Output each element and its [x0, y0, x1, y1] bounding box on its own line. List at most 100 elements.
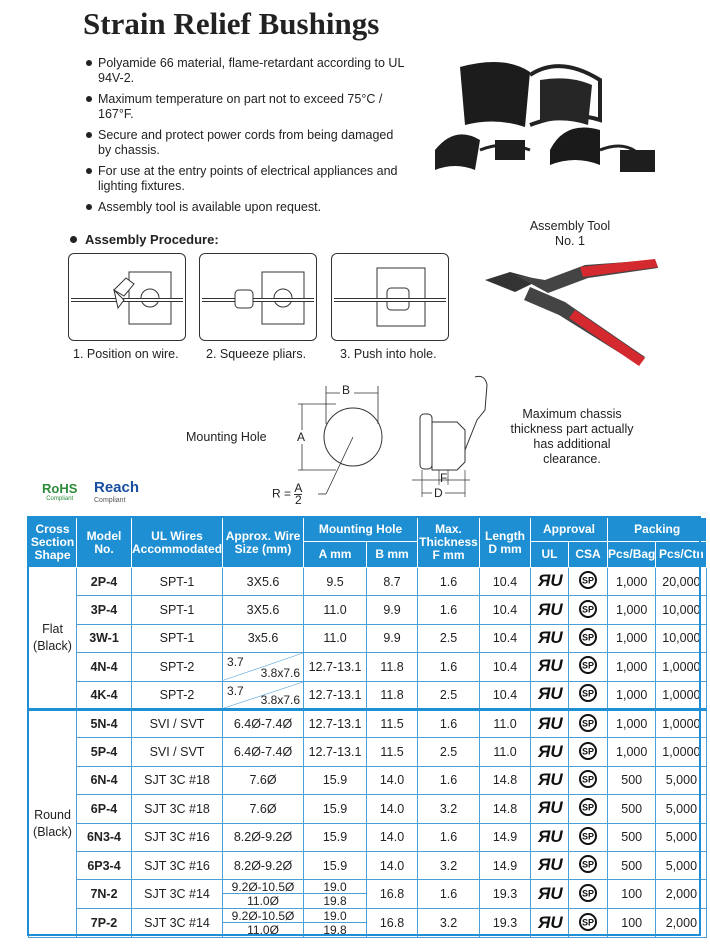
cell-length: 11.0: [479, 707, 532, 739]
csa-icon: SP: [579, 599, 598, 618]
ul-icon: ЯU: [537, 714, 563, 733]
svg-text:SP: SP: [582, 576, 594, 586]
wire-size-2: 11.0Ø: [247, 923, 279, 938]
cell-shape: Round (Black): [28, 707, 77, 939]
cell-bag: 100: [607, 908, 657, 939]
wire-size-round: 3.7: [227, 655, 244, 670]
cell-thickness: 2.5: [417, 623, 481, 654]
cell-csa: SP: [568, 765, 609, 796]
svg-text:ЯU: ЯU: [537, 628, 563, 646]
bushing-side-diagram: [412, 375, 488, 497]
csa-icon: SP: [579, 769, 598, 788]
svg-text:ЯU: ЯU: [537, 770, 563, 788]
cell-a: 15.9: [303, 794, 368, 824]
assembly-procedure-heading: Assembly Procedure:: [70, 232, 219, 247]
cell-b: 14.0: [366, 794, 419, 824]
cell-thickness: 3.2: [417, 850, 481, 881]
svg-text:ЯU: ЯU: [537, 656, 563, 674]
svg-text:SP: SP: [582, 774, 594, 784]
cell-a: 12.7-13.1: [303, 707, 368, 739]
cell-length: 10.4: [479, 595, 532, 625]
rohs-text: RoHS: [42, 481, 78, 496]
cell-ul-wires: SJT 3C #16: [130, 822, 224, 852]
cell-b: 9.9: [366, 595, 419, 625]
cell-b: 8.7: [366, 566, 419, 597]
svg-text:ЯU: ЯU: [537, 913, 563, 931]
cell-ctn: 5,000: [655, 822, 708, 852]
cell-ctn: 1,0000: [655, 680, 708, 710]
cell-model: 7P-2: [76, 908, 132, 939]
cell-ul-wires: SPT-2: [130, 652, 224, 682]
cell-b: 14.0: [366, 850, 419, 881]
cell-length: 11.0: [479, 737, 532, 767]
cell-model: 6N-4: [76, 765, 132, 796]
cell-thickness: 1.6: [417, 879, 481, 910]
cell-model: 6P3-4: [76, 850, 132, 881]
cell-a: 12.7-13.1: [303, 652, 368, 682]
svg-text:SP: SP: [582, 746, 594, 756]
cell-bag: 1,000: [607, 707, 657, 739]
cell-csa: SP: [568, 850, 609, 881]
cell-wire-size: 7.6Ø: [222, 765, 305, 796]
cell-ul-wires: SPT-1: [130, 623, 224, 654]
header-b: B mm: [366, 541, 419, 568]
cell-length: 14.8: [479, 794, 532, 824]
header-thickness: Max. Thickness F mm: [417, 517, 481, 568]
cell-csa: SP: [568, 794, 609, 824]
svg-text:ЯU: ЯU: [537, 714, 563, 732]
cell-thickness: 1.6: [417, 652, 481, 682]
cell-ul: ЯU: [530, 595, 570, 625]
header-mounting-hole: Mounting Hole: [303, 517, 419, 542]
ul-icon: ЯU: [537, 913, 563, 932]
cell-wire-size: 3X5.6: [222, 566, 305, 597]
cell-bag: 500: [607, 850, 657, 881]
cell-b: 11.8: [366, 680, 419, 710]
csa-icon: SP: [579, 627, 598, 646]
cell-bag: 500: [607, 794, 657, 824]
cell-csa: SP: [568, 680, 609, 710]
cell-ul: ЯU: [530, 707, 570, 739]
svg-text:ЯU: ЯU: [537, 600, 563, 618]
svg-text:SP: SP: [582, 803, 594, 813]
cell-ul: ЯU: [530, 908, 570, 939]
header-wire-size: Approx. Wire Size (mm): [222, 517, 305, 568]
cell-ul-wires: SJT 3C #14: [130, 879, 224, 910]
header-ul: UL: [530, 541, 570, 568]
cell-bag: 1,000: [607, 652, 657, 682]
cell-ul-wires: SJT 3C #14: [130, 908, 224, 939]
cell-model: 5P-4: [76, 737, 132, 767]
cell-ctn: 1,0000: [655, 652, 708, 682]
cell-wire-size: 7.6Ø: [222, 794, 305, 824]
ul-icon: ЯU: [537, 742, 563, 761]
cell-csa: SP: [568, 707, 609, 739]
cell-ctn: 2,000: [655, 908, 708, 939]
header-csa: CSA: [568, 541, 609, 568]
step-1-illustration: [68, 253, 186, 341]
cell-ul: ЯU: [530, 879, 570, 910]
cell-thickness: 2.5: [417, 737, 481, 767]
cell-length: 14.9: [479, 822, 532, 852]
dim-d: D: [432, 486, 445, 500]
cell-ul-wires: SJT 3C #18: [130, 794, 224, 824]
cell-model: 3P-4: [76, 595, 132, 625]
svg-text:ЯU: ЯU: [537, 855, 563, 873]
wire-size-1: 9.2Ø-10.5Ø: [223, 880, 304, 895]
wire-size-1: 9.2Ø-10.5Ø: [223, 909, 304, 924]
cell-model: 6N3-4: [76, 822, 132, 852]
radius-numerator: A: [294, 481, 303, 495]
header-model: Model No.: [76, 517, 132, 568]
cell-a: 9.5: [303, 566, 368, 597]
cell-wire-size: 6.4Ø-7.4Ø: [222, 707, 305, 739]
cell-ctn: 1,0000: [655, 707, 708, 739]
cell-model: 4K-4: [76, 680, 132, 710]
svg-text:SP: SP: [582, 888, 594, 898]
specifications-table: Cross Section Shape Model No. UL Wires A…: [28, 517, 708, 939]
cell-thickness: 2.5: [417, 680, 481, 710]
